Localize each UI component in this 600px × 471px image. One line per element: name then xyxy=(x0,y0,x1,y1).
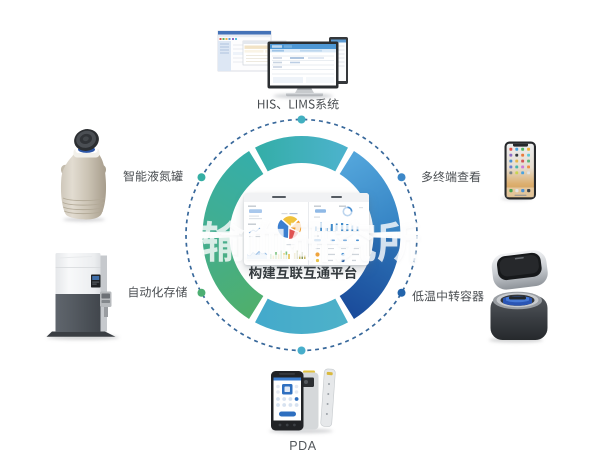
connection-dot xyxy=(197,288,206,297)
label-smart-tank xyxy=(123,170,183,182)
dashboard-left-title-mark xyxy=(272,196,286,199)
container-lid-icon xyxy=(491,250,548,290)
dashboard-right-title-mark xyxy=(331,196,342,199)
monitor-icon xyxy=(267,41,339,97)
pda-illustration xyxy=(269,368,336,434)
cryo-container-illustration xyxy=(489,250,548,343)
his-lims-illustration xyxy=(217,30,348,99)
ln2-tank-illustration xyxy=(60,129,107,222)
connection-dot xyxy=(297,115,306,124)
connection-dots xyxy=(197,115,406,355)
pda-front-icon xyxy=(271,371,304,431)
ring-segment-bottom xyxy=(255,298,348,334)
connection-dot xyxy=(397,173,406,182)
label-multi-terminal xyxy=(421,171,481,183)
connection-dot xyxy=(397,288,406,297)
phone-app-grid xyxy=(509,147,530,175)
ln2-tank-icon xyxy=(60,129,107,220)
center-title xyxy=(248,266,357,280)
label-pda: PDA xyxy=(289,438,317,453)
ring-segment-top xyxy=(255,136,348,172)
connection-dot xyxy=(197,173,206,182)
smartphone-icon xyxy=(504,141,536,200)
mini-gauge-icon xyxy=(342,206,363,216)
cryo-container-icon xyxy=(490,250,548,340)
label-automated-storage xyxy=(129,286,187,298)
automated-storage-illustration xyxy=(46,253,119,340)
label-his-lims xyxy=(258,98,339,110)
pda-side-icon xyxy=(320,368,336,427)
tank-lid-icon xyxy=(74,129,99,151)
ring-segment-top-left xyxy=(202,151,264,233)
label-cryo-transfer xyxy=(412,290,484,302)
container-body-icon xyxy=(490,291,548,340)
dashboard-header xyxy=(244,193,369,202)
connection-dot xyxy=(297,346,306,355)
ring-segment-top-right xyxy=(339,151,401,233)
automated-storage-icon xyxy=(46,253,116,337)
phone-illustration xyxy=(501,141,536,201)
storage-scanner-icon xyxy=(100,291,112,317)
